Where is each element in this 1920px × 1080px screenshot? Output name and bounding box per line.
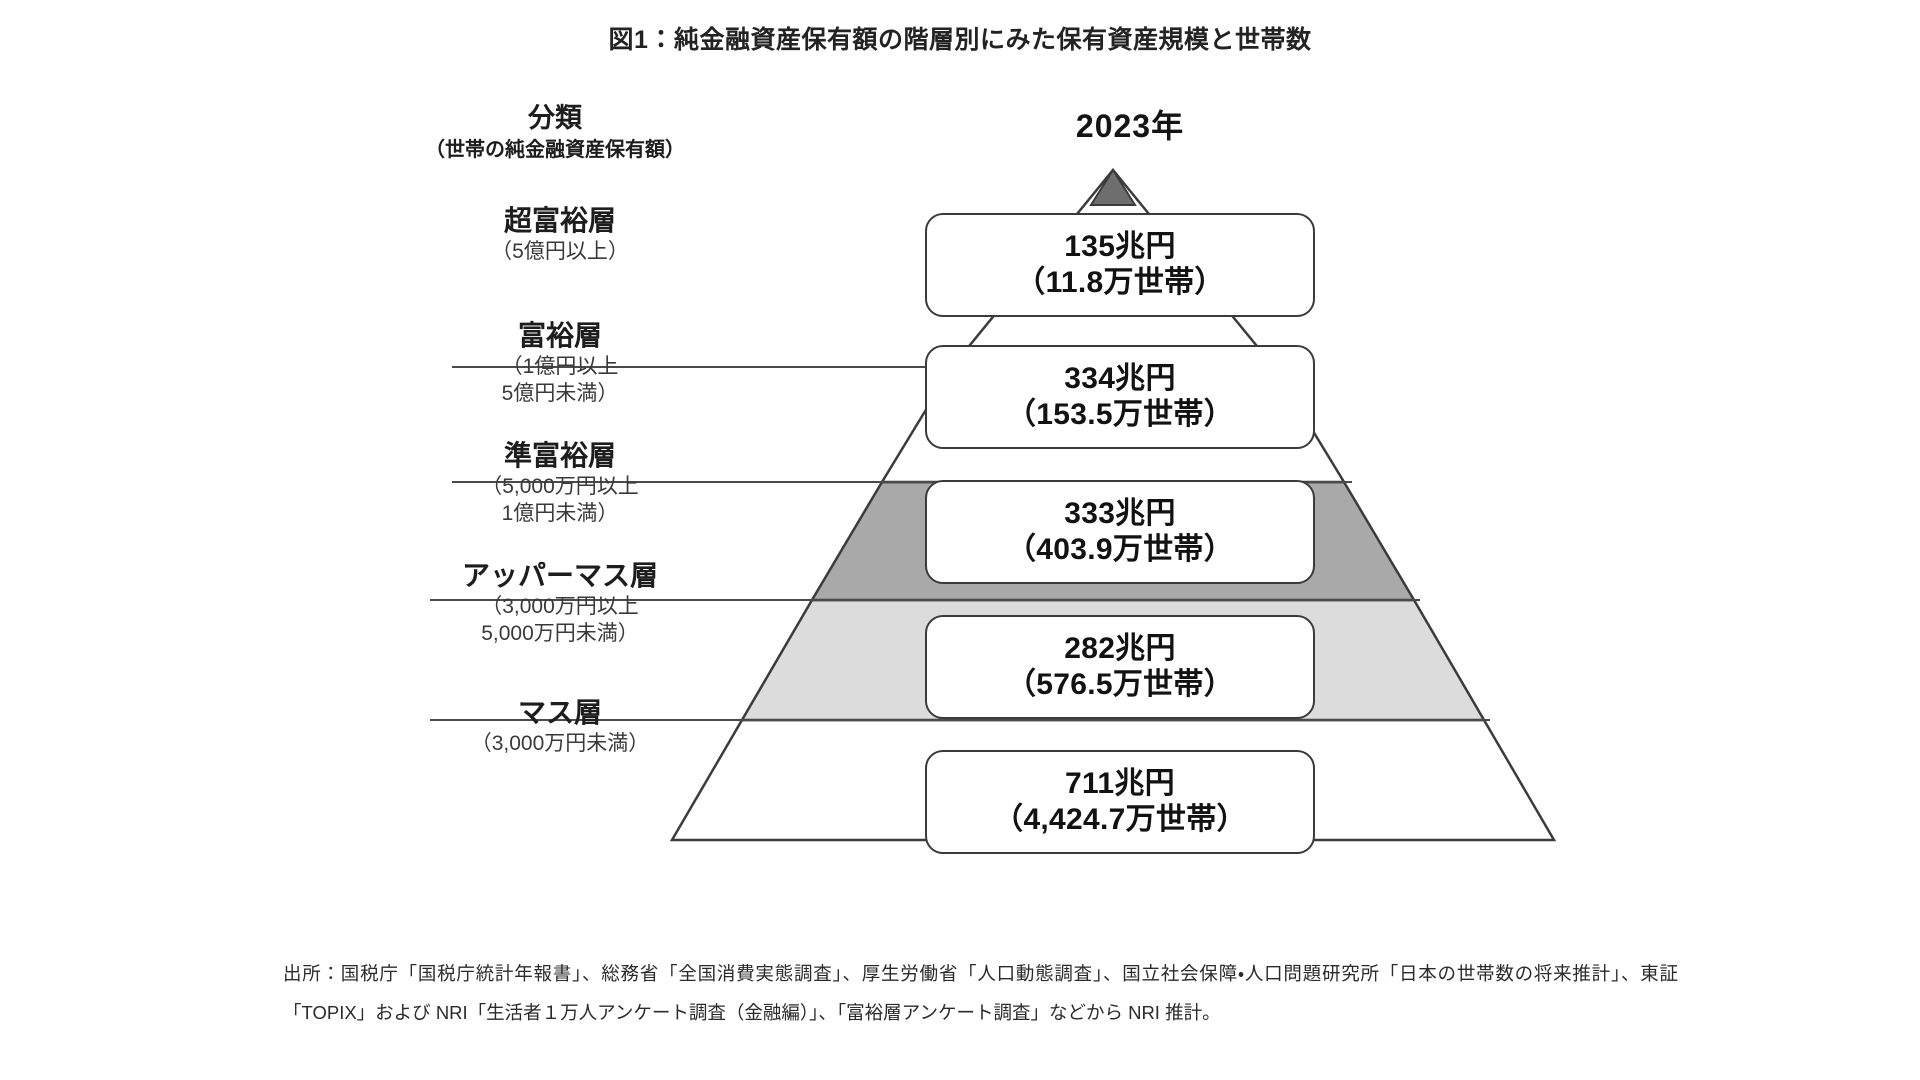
tier-name: マス層 — [517, 697, 602, 728]
pyramid-chart: 分類 （世帯の純金融資産保有額） 2023年 超富裕層 （5億円以上） — [0, 95, 1920, 910]
value-assets: 334兆円 — [1064, 361, 1176, 395]
tier-range: （3,000万円未満） — [300, 731, 820, 758]
tier-range: （1億円以上 5億円未満） — [300, 354, 820, 408]
value-assets: 282兆円 — [1064, 631, 1176, 665]
tier-range: （5,000万円以上 1億円未満） — [300, 474, 820, 528]
tier-name: 超富裕層 — [503, 205, 616, 236]
value-households: （11.8万世帯） — [1015, 266, 1225, 300]
tier-label-upper-mass: アッパーマス層 （3,000万円以上 5,000万円未満） — [300, 560, 820, 648]
value-households: （153.5万世帯） — [1005, 398, 1235, 432]
tier-name: 富裕層 — [517, 320, 602, 351]
value-assets: 333兆円 — [1064, 496, 1176, 530]
tier-range-line: （3,000万円以上 — [481, 595, 639, 619]
tier-name: 準富裕層 — [503, 440, 616, 471]
figure-title: 図1：純金融資産保有額の階層別にみた保有資産規模と世帯数 — [608, 26, 1312, 54]
tier-label-column: 超富裕層 （5億円以上） 富裕層 （1億円以上 5億円未満） 準富裕層 （5,0… — [300, 95, 820, 910]
tier-label-quasi-affluent: 準富裕層 （5,000万円以上 1億円未満） — [300, 440, 820, 528]
value-box-column: 135兆円 （11.8万世帯） 334兆円 （153.5万世帯） 333兆円 （… — [0, 95, 1920, 910]
value-households: （576.5万世帯） — [1005, 668, 1235, 702]
year-column-header: 2023年 — [1075, 108, 1185, 144]
tier-range-line: （5,000万円以上 — [481, 475, 639, 499]
value-assets: 135兆円 — [1064, 229, 1176, 263]
tier-label-mass: マス層 （3,000万円未満） — [300, 697, 820, 758]
value-box-affluent: 334兆円 （153.5万世帯） — [925, 345, 1315, 449]
classification-column-header: 分類 （世帯の純金融資産保有額） — [330, 103, 780, 163]
tier-label-affluent: 富裕層 （1億円以上 5億円未満） — [300, 320, 820, 408]
value-households: （4,424.7万世帯） — [993, 803, 1247, 837]
tier-range-line: 1億円未満） — [501, 502, 619, 526]
tier-label-ultra-affluent: 超富裕層 （5億円以上） — [300, 205, 820, 266]
value-box-quasi-affluent: 333兆円 （403.9万世帯） — [925, 480, 1315, 584]
value-box-upper-mass: 282兆円 （576.5万世帯） — [925, 615, 1315, 719]
value-households: （403.9万世帯） — [1005, 533, 1235, 567]
value-box-mass: 711兆円 （4,424.7万世帯） — [925, 750, 1315, 854]
value-box-ultra-affluent: 135兆円 （11.8万世帯） — [925, 213, 1315, 317]
classification-header-main: 分類 — [528, 103, 582, 133]
tier-range: （5億円以上） — [300, 239, 820, 266]
value-assets: 711兆円 — [1065, 766, 1175, 800]
tier-range-line: （3,000万円未満） — [470, 732, 650, 756]
classification-header-sub: （世帯の純金融資産保有額） — [425, 139, 685, 162]
tier-name: アッパーマス層 — [461, 560, 658, 591]
pyramid-apex-tip — [1089, 168, 1137, 206]
tier-range-line: （5億円以上） — [491, 240, 629, 264]
source-note: 出所：国税庁「国税庁統計年報書」、総務省「全国消費実態調査」、厚生労働省「人口動… — [283, 963, 1678, 1023]
tier-range: （3,000万円以上 5,000万円未満） — [300, 594, 820, 648]
tier-range-line: 5億円未満） — [501, 382, 619, 406]
tier-range-line: 5,000万円未満） — [481, 622, 639, 646]
tier-range-line: （1億円以上 — [501, 355, 619, 379]
